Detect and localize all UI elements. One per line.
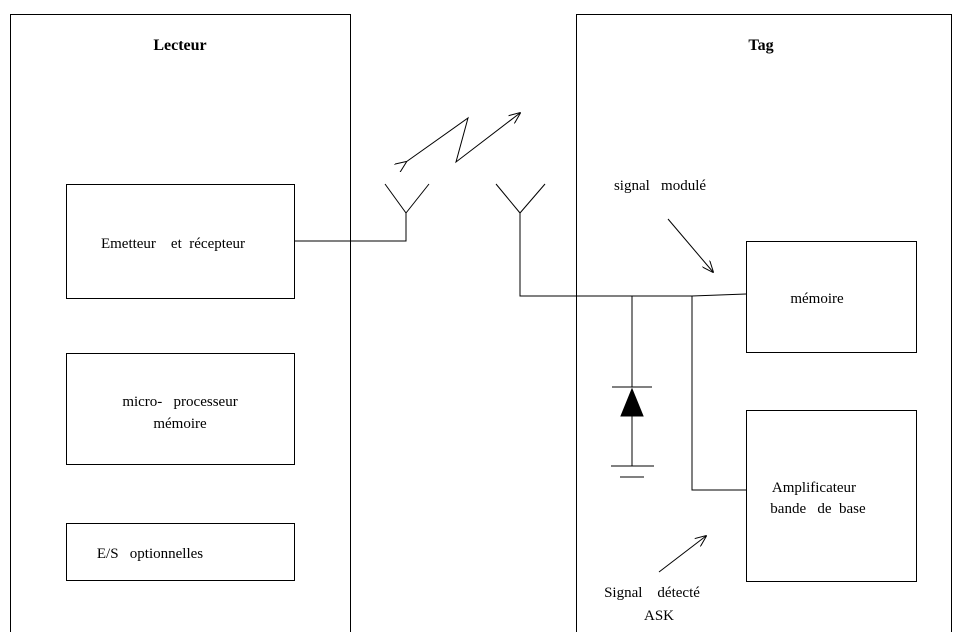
memory-label: mémoire <box>790 291 844 307</box>
reader-panel: Lecteur Emetteur et récepteur micro- pro… <box>10 14 351 632</box>
modulated-signal-label: signal modulé <box>614 178 706 194</box>
reader-antenna <box>294 183 430 242</box>
processor-label: micro- processeur <box>122 394 237 410</box>
amplifier-block <box>746 410 917 582</box>
processor-memory-label: mémoire <box>153 416 207 432</box>
tag-outline <box>576 14 952 632</box>
diode-triangle <box>620 387 644 417</box>
detected-signal-ask-label: ASK <box>644 608 674 624</box>
tag-main-wire <box>519 213 747 297</box>
reader-title: Lecteur <box>153 37 206 54</box>
modulated-signal-arrow <box>667 218 713 272</box>
radio-link-zigzag <box>406 113 520 162</box>
tag-title: Tag <box>748 37 773 54</box>
reader-antenna-right-arm <box>405 183 430 214</box>
memory-block <box>746 241 917 353</box>
detected-signal-arrow <box>658 536 706 573</box>
tag-antenna-right-arm <box>519 183 546 214</box>
io-label: E/S optionnelles <box>97 546 203 562</box>
transceiver-label: Emetteur et récepteur <box>101 236 245 252</box>
amplifier-label: Amplificateur <box>772 480 856 496</box>
tag-panel: Tag mémoire Amplificateur bande de base … <box>576 14 952 632</box>
reader-feed-wire <box>294 213 407 242</box>
detected-signal-label: Signal détecté <box>604 585 700 601</box>
radio-link <box>406 113 520 162</box>
processor-memory-block <box>66 353 295 465</box>
diode <box>611 296 654 478</box>
tag-antenna <box>495 183 747 297</box>
amplifier-feed-wire <box>691 296 746 491</box>
amplifier-label-line2: bande de base <box>770 501 866 517</box>
reader-antenna-left-arm <box>384 183 407 214</box>
io-block <box>66 523 295 581</box>
tag-antenna-left-arm <box>495 183 521 214</box>
reader-outline <box>10 14 351 632</box>
